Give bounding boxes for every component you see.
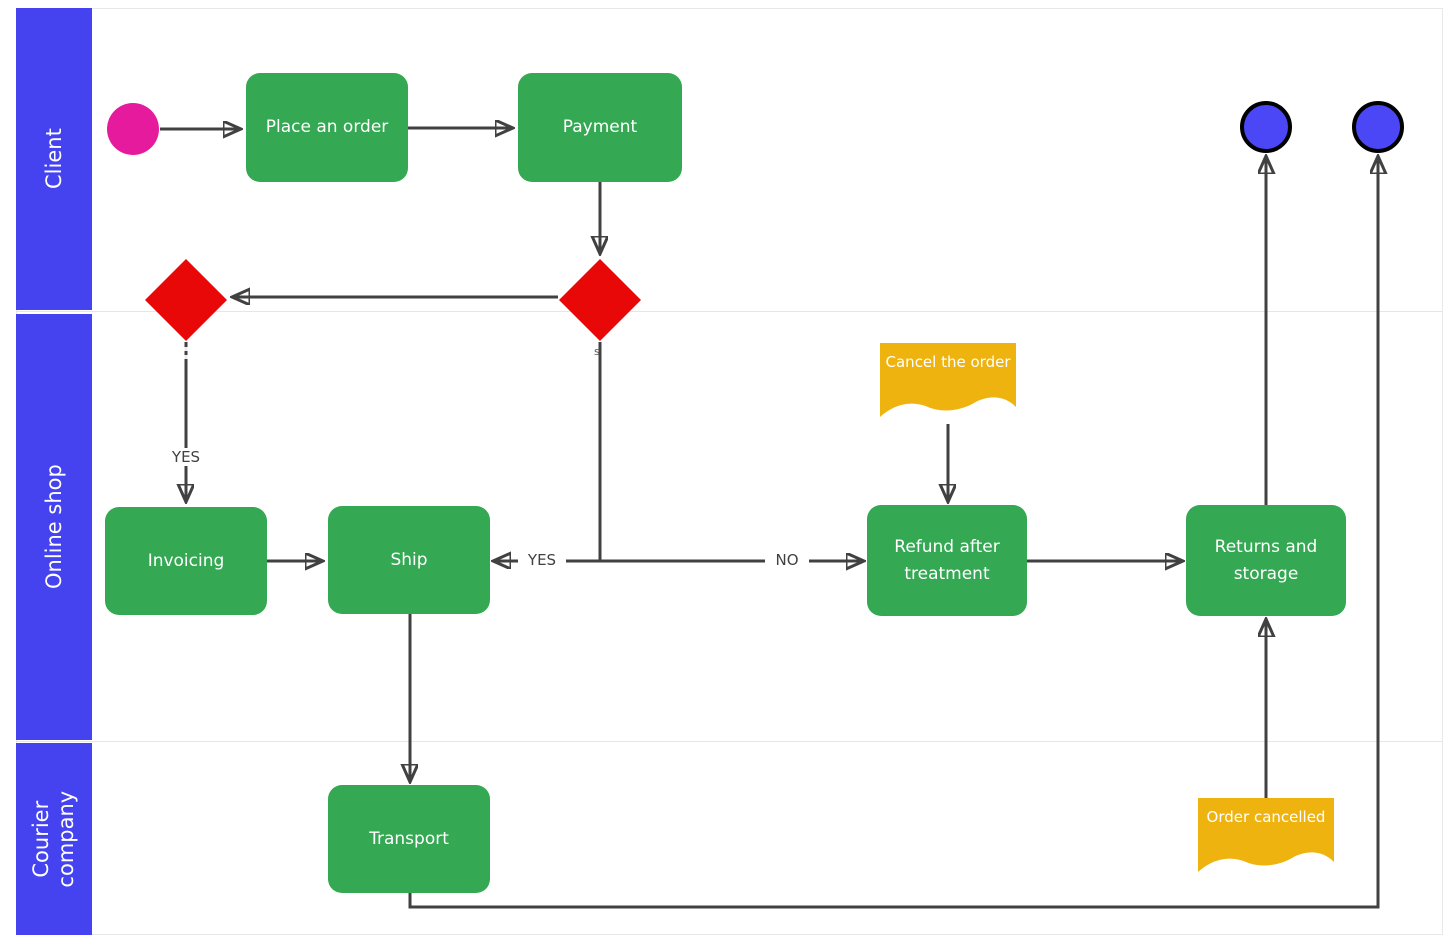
- clipped-label-artifact: [183, 355, 189, 359]
- document-shape-icon: [1198, 798, 1334, 872]
- edge-label-yes-2: YES: [518, 551, 566, 569]
- note-cancel-the-order[interactable]: Cancel the order: [880, 343, 1016, 427]
- edge-label-yes-1: YES: [162, 448, 210, 466]
- task-ship[interactable]: Ship: [328, 506, 490, 614]
- task-label: Returns and storage: [1214, 537, 1318, 584]
- note-order-cancelled[interactable]: Order cancelled: [1198, 798, 1334, 882]
- task-label: Place an order: [265, 117, 389, 138]
- task-label: Invoicing: [147, 550, 225, 571]
- note-label: Cancel the order: [885, 353, 1011, 371]
- task-returns-and-storage[interactable]: Returns and storage: [1186, 505, 1346, 616]
- lane-separator: [16, 311, 1443, 312]
- swimlane-header-online-shop[interactable]: Online shop: [16, 314, 92, 740]
- end-node-circle-1[interactable]: [1240, 101, 1292, 153]
- clipped-label-artifact: [183, 347, 189, 351]
- task-label: Payment: [562, 117, 638, 138]
- task-payment[interactable]: Payment: [518, 73, 682, 182]
- lane-label: Client: [41, 128, 66, 190]
- swimlane-header-courier-company[interactable]: Courier company: [16, 743, 92, 935]
- task-label: Refund after treatment: [894, 537, 1000, 584]
- start-node-circle[interactable]: [107, 103, 159, 155]
- lane-label: Courier company: [28, 790, 78, 888]
- flowchart-canvas: [16, 8, 1443, 935]
- task-place-an-order[interactable]: Place an order: [246, 73, 408, 182]
- document-shape-icon: [880, 343, 1016, 417]
- clipped-label-fragment: s: [594, 345, 600, 358]
- task-refund-after-treatment[interactable]: Refund after treatment: [867, 505, 1027, 616]
- task-label: Transport: [369, 828, 449, 849]
- task-label: Ship: [390, 549, 428, 570]
- task-invoicing[interactable]: Invoicing: [105, 507, 267, 615]
- lane-separator: [16, 741, 1443, 742]
- lane-label: Online shop: [41, 464, 66, 590]
- swimlane-header-client[interactable]: Client: [16, 8, 92, 310]
- task-transport[interactable]: Transport: [328, 785, 490, 893]
- edge-label-no: NO: [765, 551, 809, 569]
- end-node-circle-2[interactable]: [1352, 101, 1404, 153]
- note-label: Order cancelled: [1206, 808, 1326, 826]
